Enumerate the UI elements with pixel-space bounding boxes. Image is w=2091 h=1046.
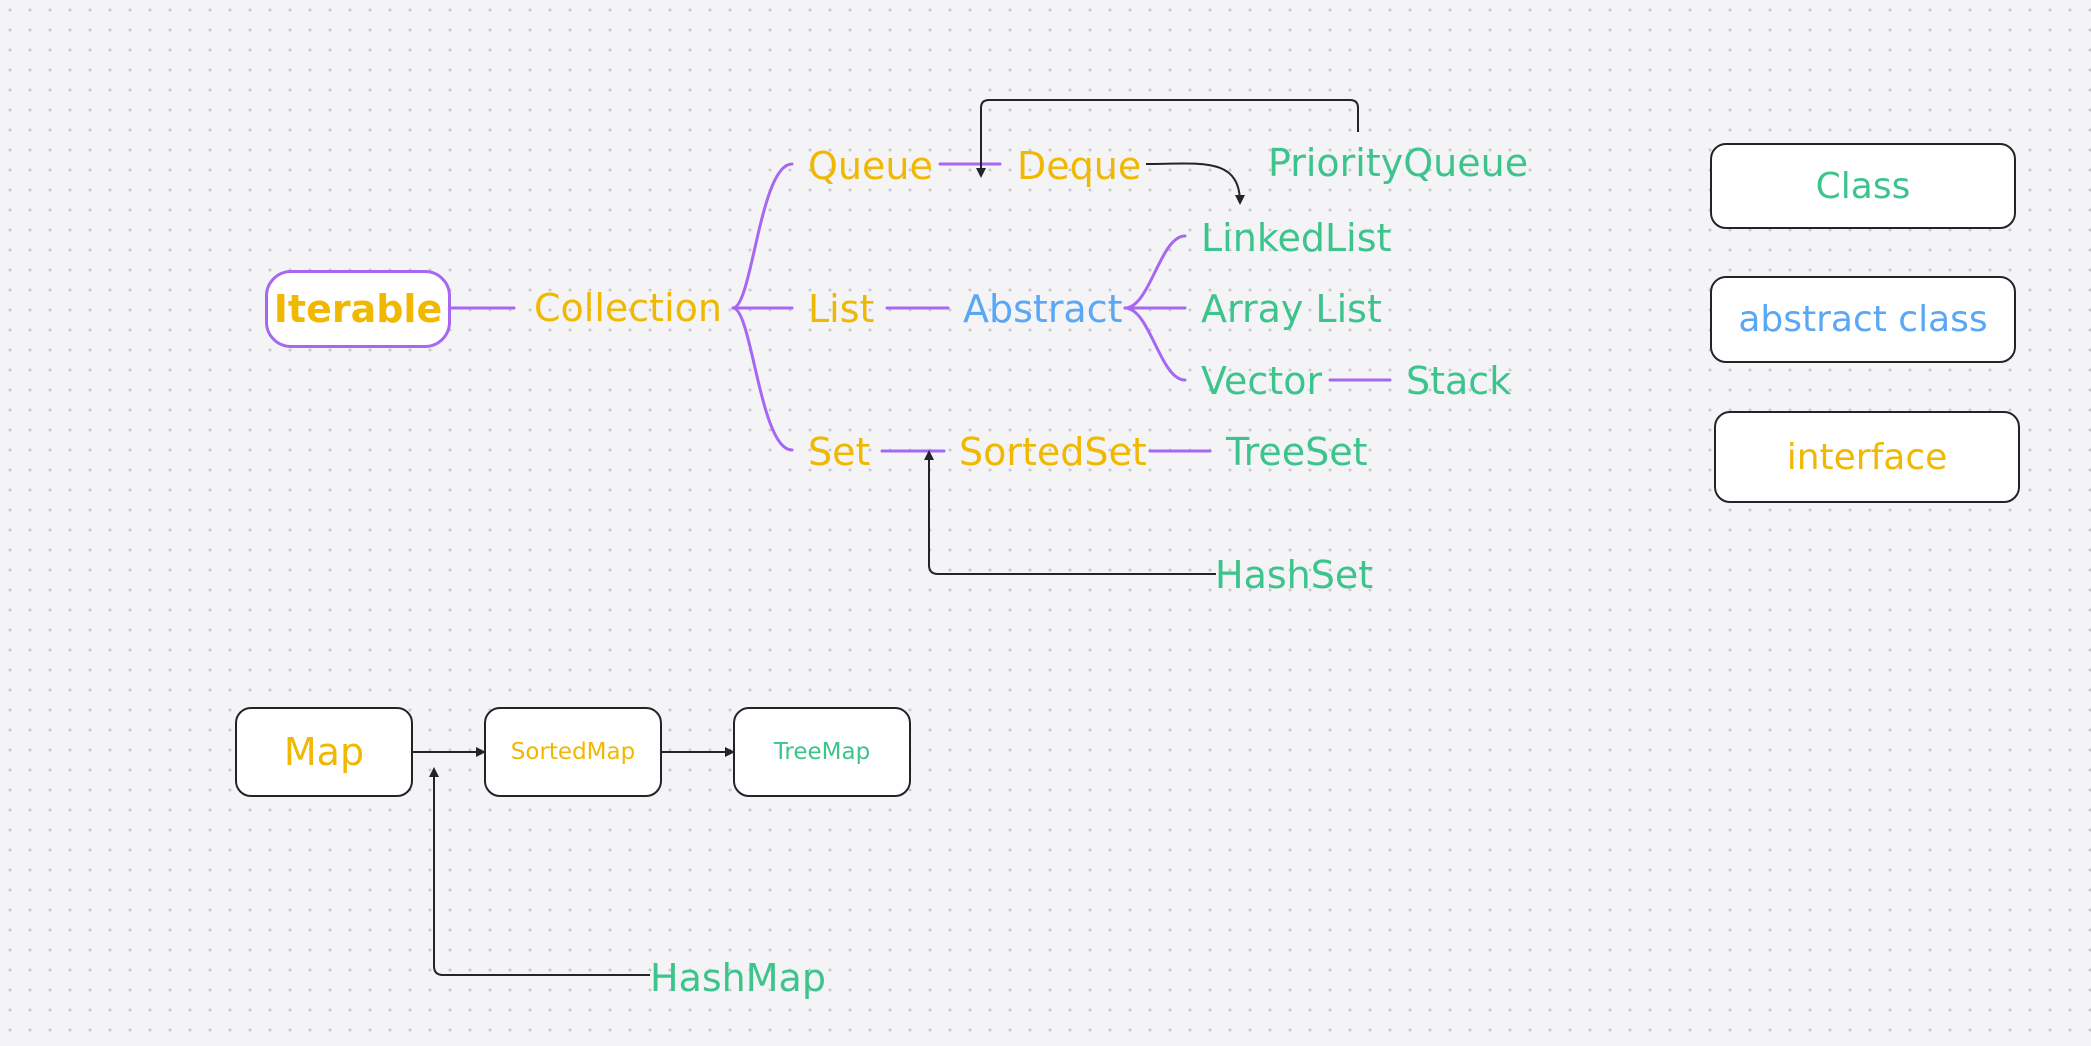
arrow-priorityqueue-deque <box>976 99 1359 178</box>
arrow-hashset-sortedset <box>924 450 1216 575</box>
legend-abstract-class[interactable]: abstract class <box>1710 276 2016 363</box>
legend-class[interactable]: Class <box>1710 143 2016 229</box>
legend-class-label: Class <box>1815 165 1911 207</box>
legend-interface-label: interface <box>1786 436 1948 478</box>
map-node[interactable]: Map <box>235 707 413 797</box>
priorityqueue-node[interactable]: PriorityQueue <box>1268 141 1529 185</box>
collection-node[interactable]: Collection <box>534 286 722 330</box>
vector-node[interactable]: Vector <box>1201 359 1323 403</box>
linkedlist-node[interactable]: LinkedList <box>1201 216 1392 260</box>
sortedset-node[interactable]: SortedSet <box>959 430 1147 474</box>
list-node[interactable]: List <box>808 287 875 331</box>
abstract-node[interactable]: Abstract <box>963 287 1123 331</box>
deque-node[interactable]: Deque <box>1017 144 1142 188</box>
stack-node[interactable]: Stack <box>1406 359 1512 403</box>
set-node[interactable]: Set <box>808 430 871 474</box>
iterable-node[interactable]: Iterable <box>265 270 451 348</box>
hashmap-node[interactable]: HashMap <box>650 956 826 1000</box>
treemap-label: TreeMap <box>773 739 871 765</box>
map-label: Map <box>283 730 365 774</box>
branch-abstract-vector <box>1123 306 1187 382</box>
branch-abstract-linkedlist <box>1123 234 1187 310</box>
arrow-hashmap-map <box>429 767 650 976</box>
legend-abstract-class-label: abstract class <box>1738 299 1988 340</box>
sortedmap-node[interactable]: SortedMap <box>484 707 662 797</box>
queue-node[interactable]: Queue <box>808 144 933 188</box>
branch-collection-set <box>731 306 794 452</box>
legend-interface[interactable]: interface <box>1714 411 2020 503</box>
arrow-deque-priorityqueue <box>1145 162 1245 205</box>
treeset-node[interactable]: TreeSet <box>1226 430 1368 474</box>
sortedmap-label: SortedMap <box>510 739 636 765</box>
arraylist-node[interactable]: Array List <box>1201 287 1382 331</box>
hashset-node[interactable]: HashSet <box>1215 553 1374 597</box>
iterable-label: Iterable <box>273 287 443 331</box>
branch-collection-queue <box>731 162 794 310</box>
treemap-node[interactable]: TreeMap <box>733 707 911 797</box>
